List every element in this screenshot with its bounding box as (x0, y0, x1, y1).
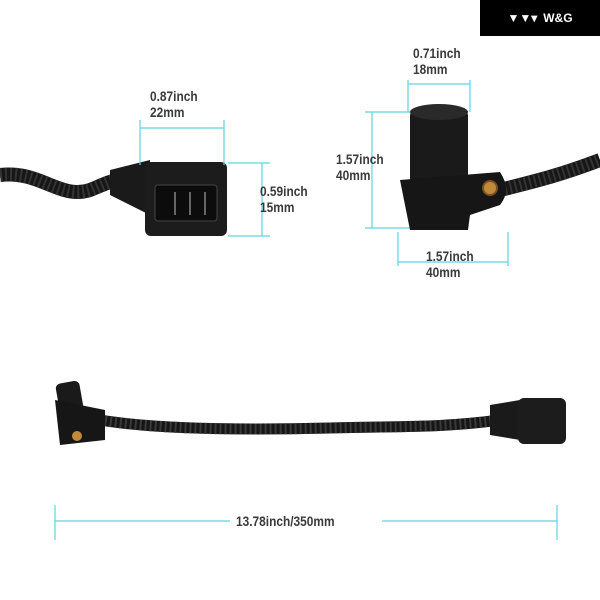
connector-width-mm: 22mm (150, 104, 185, 120)
sensor-height-label: 1.57inch 40mm (336, 151, 384, 183)
connector-boot (110, 160, 150, 215)
sensor-flange (400, 172, 506, 230)
sensor-width-inch: 1.57inch (426, 248, 474, 264)
brand-logo: ▼▼▾ W&G (480, 0, 600, 36)
dimension-lines (54, 80, 558, 540)
brass-bushing (482, 180, 498, 196)
connector-height-label: 0.59inch 15mm (260, 183, 308, 215)
full-sensor-flange (55, 400, 105, 445)
sensor-diameter-label: 0.71inch 18mm (413, 45, 461, 77)
sensor-cylinder (410, 108, 468, 188)
sensor-diameter-mm: 18mm (413, 61, 448, 77)
total-length-label: 13.78inch/350mm (236, 513, 335, 529)
triangles-logo-icon: ▼▼▾ (507, 11, 538, 25)
sensor-width-label: 1.57inch 40mm (426, 248, 474, 280)
brand-name: W&G (543, 11, 573, 25)
connector-height-mm: 15mm (260, 199, 295, 215)
sensor-diameter-inch: 0.71inch (413, 45, 461, 61)
full-connector-body (518, 398, 566, 444)
connector-width-label: 0.87inch 22mm (150, 88, 198, 120)
connector-socket (154, 184, 218, 222)
sensor-height-mm: 40mm (336, 167, 371, 183)
connector-width-inch: 0.87inch (150, 88, 198, 104)
sensor-width-mm: 40mm (426, 264, 461, 280)
connector-height-inch: 0.59inch (260, 183, 308, 199)
sensor-height-inch: 1.57inch (336, 151, 384, 167)
